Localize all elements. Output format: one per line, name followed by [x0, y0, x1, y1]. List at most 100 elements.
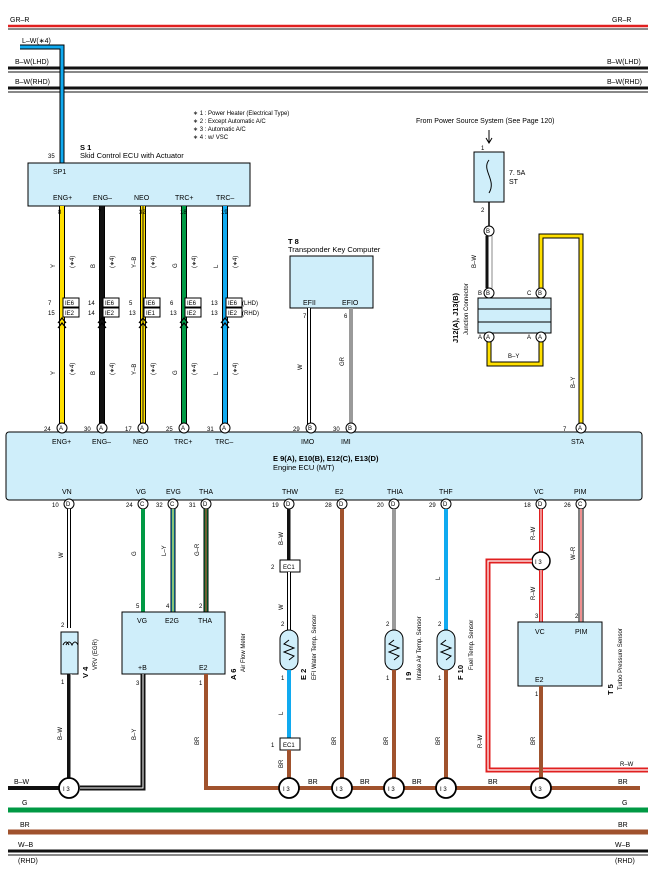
- bottom-br-right2: BR: [618, 822, 628, 829]
- junction-pin-a: A: [478, 335, 482, 341]
- skid-terminal-pin: 32: [139, 210, 146, 216]
- efio-wire: GR: [340, 356, 346, 366]
- intake-pin-bottom: 1: [386, 676, 390, 682]
- ecu-top-terminals: A24ENG+A30ENG–A17NEOA25TRC+A31TRC–B29IMO…: [44, 422, 587, 446]
- connector-chevron: [138, 317, 148, 329]
- ecu-top-pin-circle: [345, 422, 357, 434]
- vsc-wire-note-lower: (∗4): [110, 363, 116, 375]
- vsc-wire-note: (∗4): [70, 256, 76, 268]
- tha-wire: G–R: [195, 543, 201, 556]
- fuse-rating: 7. 5A: [509, 170, 526, 177]
- ecu-bottom-pin: 19: [272, 503, 279, 509]
- ecu-top-pin-circle: [96, 422, 108, 434]
- i3-vc: I 3: [535, 560, 542, 566]
- rw-right-label: R–W: [620, 762, 634, 768]
- i3-splice-circle: [530, 777, 552, 799]
- vrv-pin-bottom: 1: [61, 680, 65, 686]
- connector-pin-row1: 5: [129, 301, 133, 307]
- connector-pin-row1: 7: [48, 301, 52, 307]
- connector-chevron: [57, 317, 67, 329]
- connector-pin-row1: 13: [211, 301, 218, 307]
- pim-wire: W–R: [571, 546, 577, 560]
- water-sensor-name: EFI Water Temp. Sensor: [312, 615, 318, 680]
- efii-pin: 7: [303, 314, 307, 320]
- i3-splice-label: I 3: [63, 787, 70, 793]
- rail-label-bw-rhd-right: B–W(RHD): [607, 79, 642, 86]
- vsc-wire-note: (∗4): [233, 256, 239, 268]
- fuse-pin-1: 1: [481, 146, 485, 152]
- vn-wire: W: [59, 552, 65, 558]
- junction-pin-b: B: [478, 291, 482, 297]
- br-label-1: BR: [308, 779, 318, 786]
- vsc-wire-color: G: [173, 263, 179, 268]
- ecu-bottom-pin: 29: [429, 503, 436, 509]
- evg-wire: L–Y: [162, 545, 168, 556]
- water-sensor-wire-l: L: [279, 711, 285, 715]
- transponder-id: T 8: [288, 237, 299, 246]
- connector-pin-row1: 6: [170, 301, 174, 307]
- skid-ecu-name: Skid Control ECU with Actuator: [80, 151, 184, 160]
- sp1-label: SP1: [53, 169, 66, 176]
- water-sensor-pin-bottom: 1: [281, 676, 285, 682]
- ecu-top-pin-circle: [575, 422, 587, 434]
- vsc-wires: ENG+8Y(∗4)Y(∗4)IE6IE2715ENG–7B(∗4)B(∗4)I…: [48, 195, 259, 425]
- efii-wire: W: [298, 364, 304, 370]
- ecu-bottom-pin: 26: [564, 503, 571, 509]
- lower-wires: W G L–Y G–R B–W EC1 2 W 2 1 E 2 EFI Wate…: [59, 509, 648, 781]
- bottom-br-right: BR: [618, 779, 628, 786]
- ecu-top-name: ENG+: [52, 439, 71, 446]
- connector-box: [143, 307, 161, 318]
- ecu-bottom-conn: C: [170, 502, 175, 508]
- fuel-pin-top: 2: [438, 622, 442, 628]
- ecu-bottom-conn: D: [339, 502, 344, 508]
- conn-b-circle: [483, 225, 495, 237]
- thf-wire: L: [436, 576, 442, 580]
- vsc-wire-note: (∗4): [110, 256, 116, 268]
- connector-id-row1: IE6: [65, 301, 75, 307]
- connector-pin-row2: 14: [88, 311, 95, 317]
- fuse-box: [473, 151, 505, 203]
- skid-terminal-name: TRC+: [175, 195, 193, 202]
- efii-label: EFII: [303, 300, 316, 307]
- ecu-top-conn: B: [348, 426, 352, 432]
- junction-pin-a2-circle: A: [538, 335, 542, 341]
- rw-loop-label: R–W: [478, 734, 484, 748]
- air-flow-meter: 5 4 2 VG E2G THA +B E2 3 1 A 6 Air Flow …: [80, 604, 640, 791]
- connector-id-row2: IE2: [187, 311, 197, 317]
- i3-splice-label: I 3: [535, 787, 542, 793]
- junction-wire-by: B–Y: [508, 354, 519, 360]
- ecu-top-name: IMO: [301, 439, 315, 446]
- skid-terminal-name: ENG+: [53, 195, 72, 202]
- fuse-pin-2: 2: [481, 208, 485, 214]
- note-2: ∗ 2 : Except Automatic A/C: [193, 119, 266, 125]
- ecu-bottom-pin: 18: [524, 503, 531, 509]
- ecu-bottom-name: THA: [199, 489, 213, 496]
- junction-pin-b2-circle: B: [538, 291, 542, 297]
- turbo-vc: VC: [535, 629, 545, 636]
- ecu-top-name: ENG–: [92, 439, 111, 446]
- rail-label-gr-r: GR–R: [10, 17, 29, 24]
- ecu-bottom-name: THIA: [387, 489, 403, 496]
- afm-p5: 5: [136, 604, 140, 610]
- junction-pin-b-circle: B: [486, 291, 490, 297]
- ecu-top-name: TRC+: [174, 439, 192, 446]
- connector-id-row2: IE1: [146, 311, 156, 317]
- engine-ecu-id: E 9(A), E10(B), E12(C), E13(D): [273, 454, 379, 463]
- afm-e2g: E2G: [165, 618, 179, 625]
- ecu-top-pin: 31: [207, 427, 214, 433]
- notes: ∗ 1 : Power Heater (Electrical Type) ∗ 2…: [193, 111, 289, 141]
- vsc-wire-color: B: [91, 264, 97, 268]
- connector-lhd: (LHD): [242, 301, 258, 307]
- connector-box: [102, 297, 120, 308]
- connector-box: [62, 297, 80, 308]
- junction-pin-a-circle: A: [486, 335, 490, 341]
- vsc-wire-note-lower: (∗4): [192, 363, 198, 375]
- i3-splice-circle: [278, 777, 300, 799]
- ecu-bottom-terminals: VND10VGC24EVGC32THAD31THWD19E2D28THIAD20…: [52, 489, 587, 510]
- ecu-top-conn: A: [578, 426, 582, 432]
- e2-wire: BR: [332, 736, 338, 745]
- wire-l-w-sp1: [20, 44, 65, 163]
- vrv-name: VRV (EGR): [93, 639, 99, 670]
- ecu-top-name: STA: [571, 439, 584, 446]
